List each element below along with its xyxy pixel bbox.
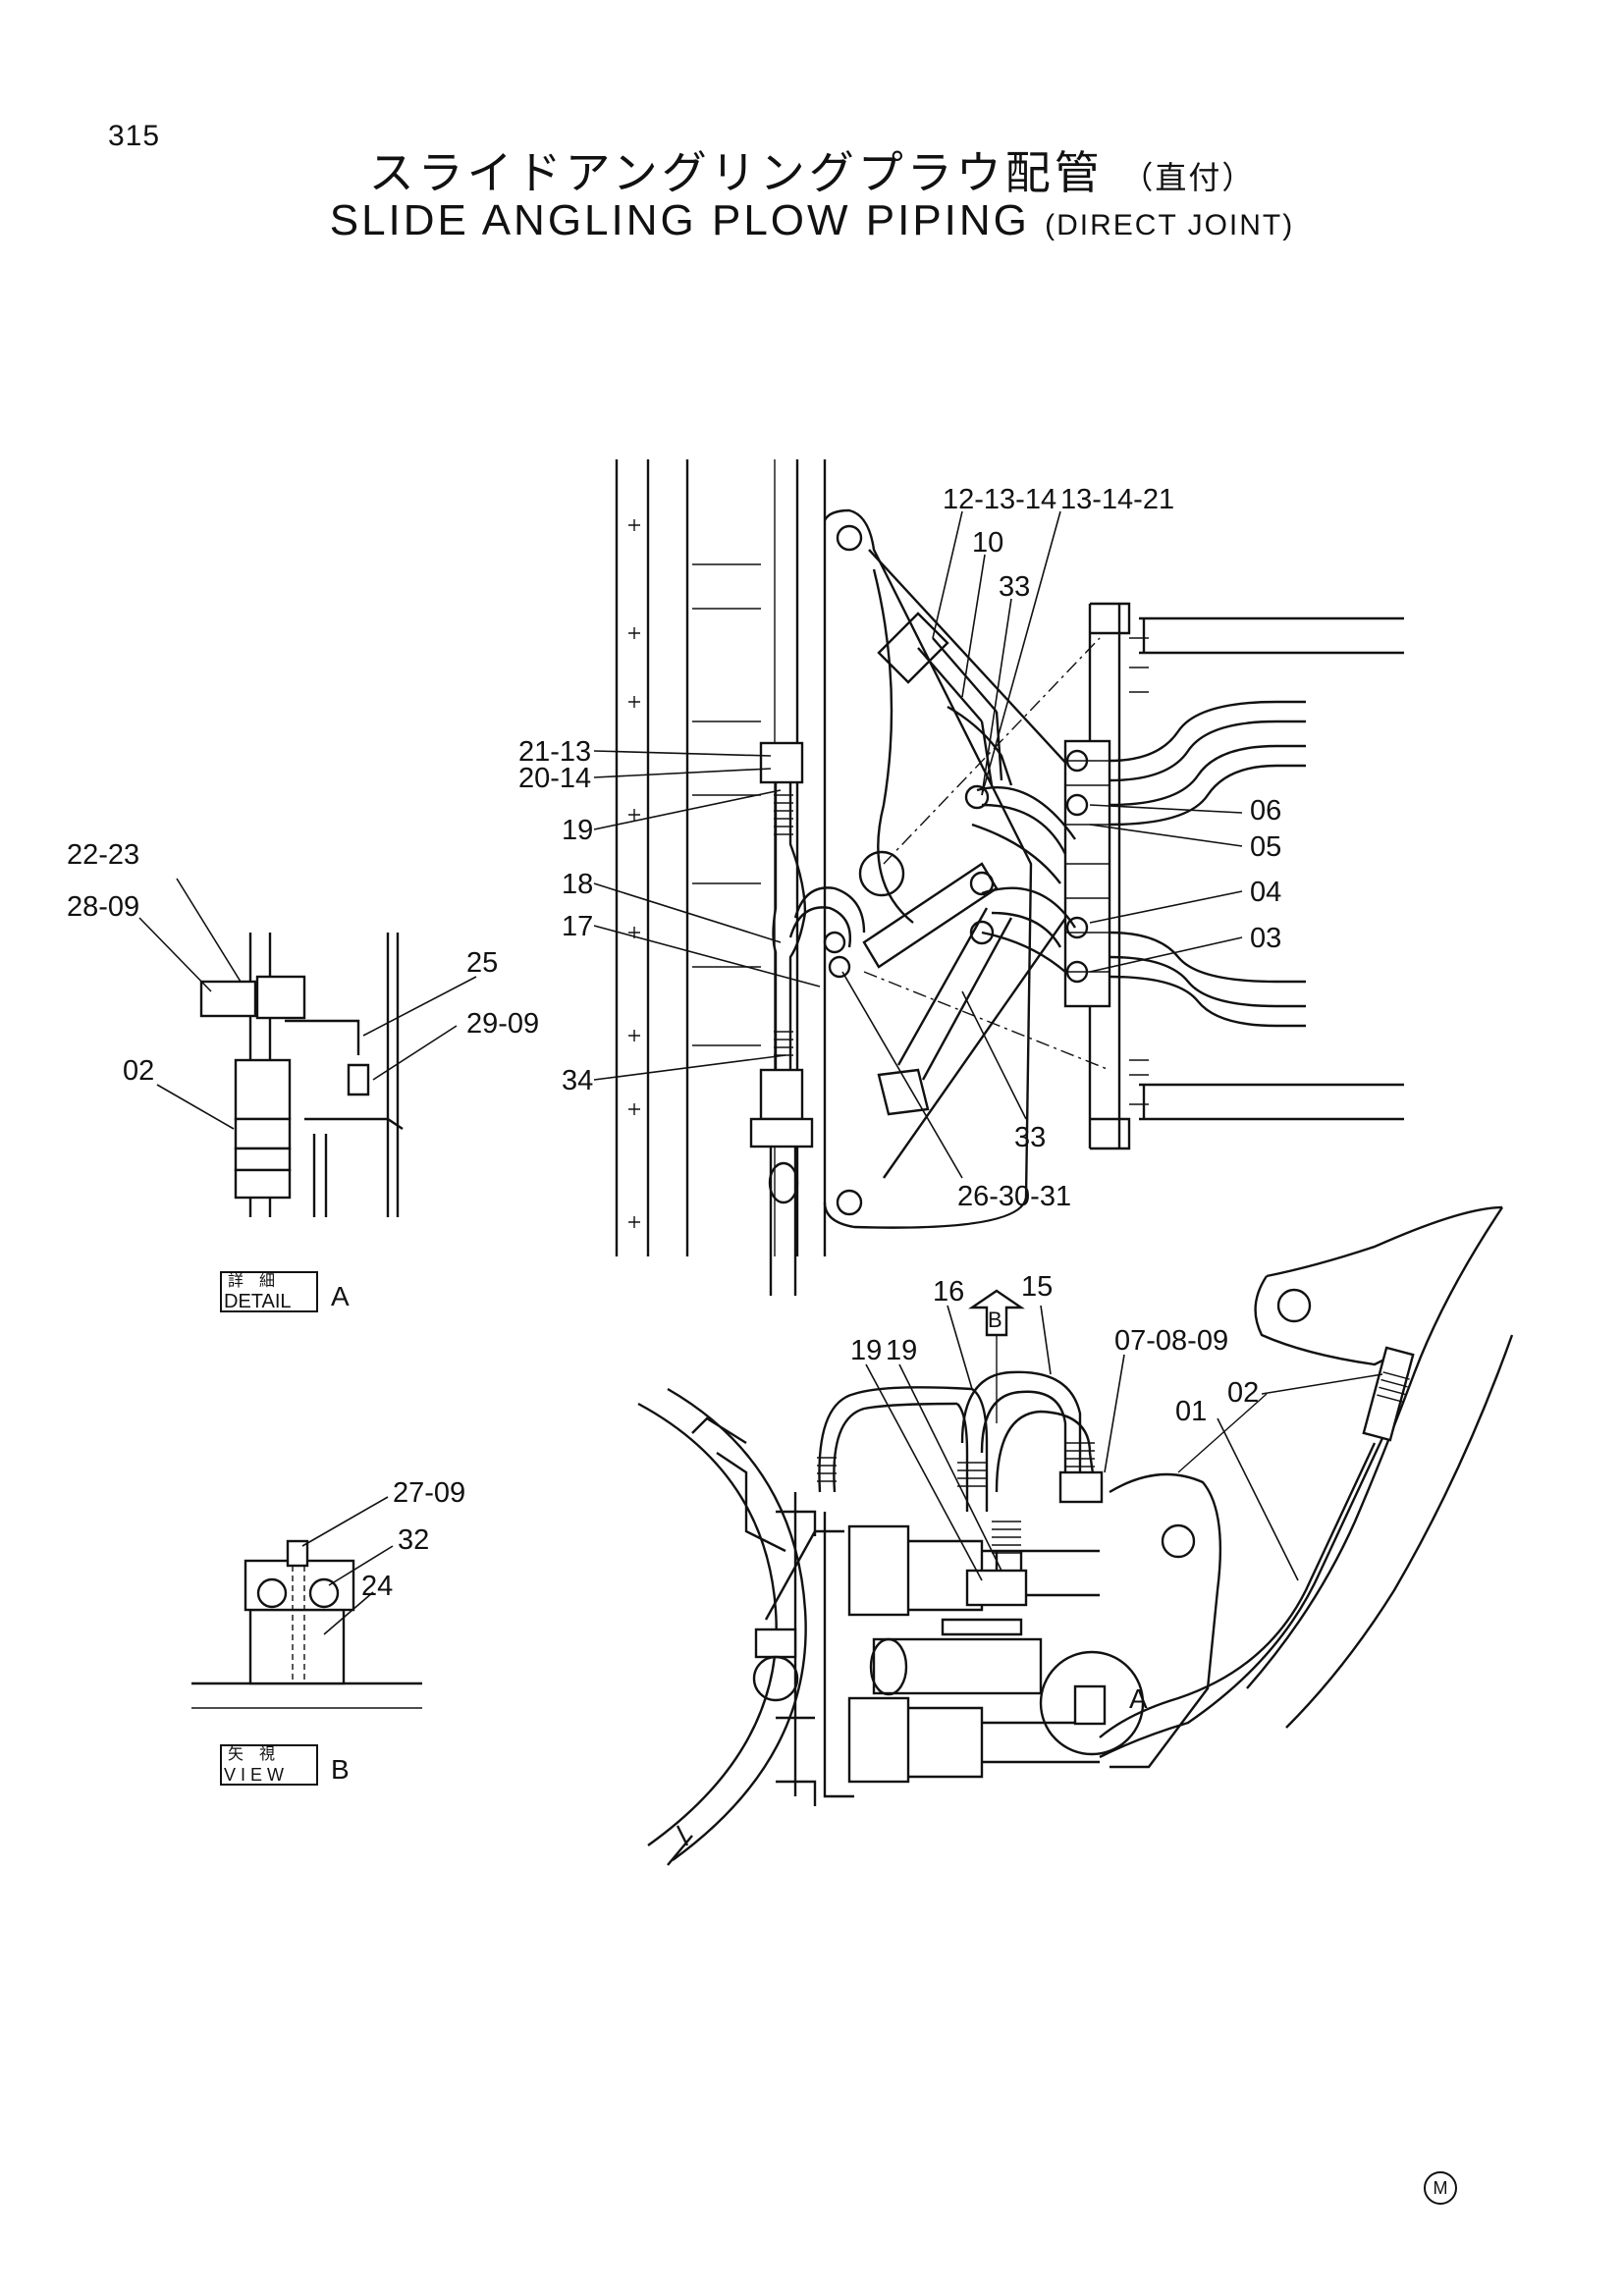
bottom-assembly-drawing: B A [637, 1205, 1514, 1866]
callout-10: 10 [972, 527, 1003, 559]
callout-22-23: 22-23 [67, 839, 139, 871]
view-b-letter: B [331, 1754, 350, 1785]
callout-06: 06 [1250, 795, 1281, 827]
callout-32: 32 [398, 1524, 429, 1556]
detail-a-circle-letter: A [1129, 1683, 1148, 1714]
callout-07-08-09: 07-08-09 [1114, 1325, 1228, 1357]
view-b-label-box: 矢 視 V I E W B [220, 1744, 350, 1786]
view-b-en: V I E W [224, 1765, 284, 1785]
callout-18: 18 [562, 869, 593, 900]
callout-25: 25 [466, 947, 498, 979]
title-english-main: SLIDE ANGLING PLOW PIPING [329, 196, 1030, 244]
callout-29-09: 29-09 [466, 1008, 539, 1040]
callout-03: 03 [1250, 923, 1281, 954]
callout-01: 01 [1175, 1396, 1207, 1427]
callout-34: 34 [562, 1065, 593, 1096]
detail-a-label-box: 詳 細 DETAIL A [220, 1271, 350, 1312]
callout-19-a: 19 [850, 1335, 882, 1366]
callout-24: 24 [361, 1571, 393, 1602]
view-b-drawing [191, 1539, 422, 1709]
callout-21-13: 21-13 [518, 736, 591, 768]
callout-02-bottom: 02 [1227, 1377, 1259, 1409]
m-circle-mark: M [1424, 2171, 1457, 2205]
page-number: 315 [108, 120, 161, 152]
top-assembly-drawing [615, 459, 1404, 1296]
callout-15: 15 [1021, 1271, 1053, 1303]
title-english-sub: (DIRECT JOINT) [1045, 209, 1295, 241]
callout-33-upper: 33 [999, 571, 1030, 603]
callout-19: 19 [562, 815, 593, 846]
callout-12-13-14: 12-13-14 [943, 484, 1056, 515]
callout-27-09: 27-09 [393, 1477, 465, 1509]
callout-20-14: 20-14 [518, 763, 591, 794]
title-english: SLIDE ANGLING PLOW PIPING (DIRECT JOINT) [0, 196, 1624, 245]
callout-19-b: 19 [886, 1335, 917, 1366]
detail-a-letter: A [331, 1281, 350, 1311]
title-japanese-main: スライドアングリングプラウ配管 [368, 146, 1104, 199]
callout-16: 16 [933, 1276, 964, 1308]
detail-a-jp: 詳 細 [228, 1272, 275, 1290]
callout-26-30-31: 26-30-31 [957, 1181, 1071, 1212]
callout-04: 04 [1250, 877, 1281, 908]
callout-17: 17 [562, 911, 593, 942]
title-japanese-sub: （直付） [1121, 159, 1256, 196]
view-b-arrow-letter: B [988, 1308, 1002, 1332]
callout-leaders [138, 510, 1383, 1635]
detail-a-en: DETAIL [224, 1291, 292, 1312]
title-japanese: スライドアングリングプラウ配管 （直付） [0, 137, 1624, 202]
callout-33-lower: 33 [1014, 1122, 1046, 1153]
callout-labels: 12-13-14 13-14-21 10 33 21-13 20-14 19 1… [67, 484, 1281, 1602]
view-b-jp: 矢 視 [228, 1745, 275, 1763]
callout-28-09: 28-09 [67, 891, 139, 923]
callout-13-14-21: 13-14-21 [1060, 484, 1174, 515]
callout-02-detail-a: 02 [123, 1055, 154, 1087]
callout-05: 05 [1250, 831, 1281, 863]
detail-a-drawing [199, 933, 404, 1217]
